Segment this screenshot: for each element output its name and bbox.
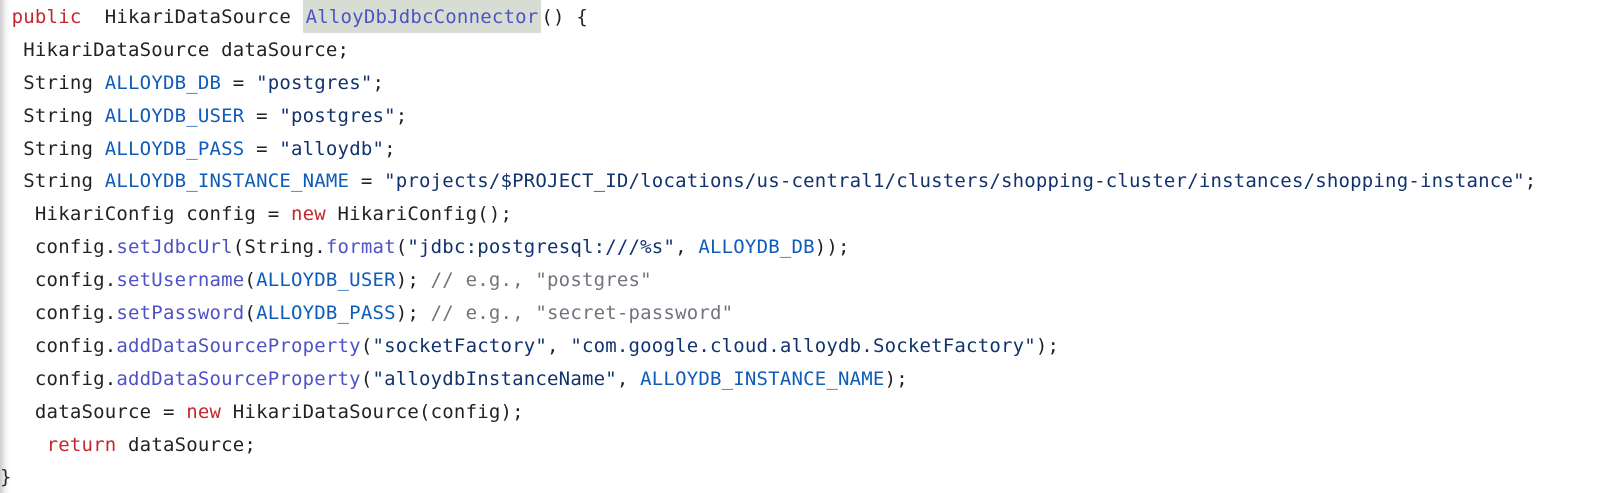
code-token: ,	[547, 334, 571, 357]
code-token: return	[46, 433, 117, 456]
code-token: ALLOYDB_PASS	[104, 137, 245, 160]
code-line: String ALLOYDB_PASS = "alloydb";	[0, 133, 1600, 166]
code-token: setPassword	[116, 302, 245, 325]
code-token: dataSource =	[0, 400, 187, 423]
code-token: "socketFactory"	[372, 334, 548, 357]
code-token: ALLOYDB_USER	[104, 104, 245, 127]
code-token: addDataSourceProperty	[116, 367, 361, 390]
code-token: public	[11, 6, 82, 28]
code-token: ));	[814, 236, 850, 259]
code-token: "projects/$PROJECT_ID/locations/us-centr…	[384, 170, 1525, 193]
code-token: (	[360, 367, 373, 390]
code-token: );	[395, 302, 431, 325]
code-token: ,	[675, 236, 699, 259]
code-token: (String.	[232, 236, 326, 259]
code-token: config.	[0, 334, 117, 357]
code-token: }	[0, 466, 12, 489]
code-token: String	[0, 71, 105, 94]
code-token: (	[244, 302, 257, 325]
code-line: config.addDataSourceProperty("socketFact…	[0, 330, 1600, 363]
code-token: () {	[541, 6, 588, 28]
code-token: HikariDataSource	[81, 6, 303, 28]
code-line: config.addDataSourceProperty("alloydbIns…	[0, 363, 1600, 396]
code-token: ALLOYDB_PASS	[256, 302, 396, 325]
code-token: (	[244, 269, 257, 292]
code-line: dataSource = new HikariDataSource(config…	[0, 396, 1600, 429]
code-token	[0, 6, 12, 28]
code-token: ALLOYDB_DB	[698, 236, 815, 259]
code-token: "com.google.cloud.alloydb.SocketFactory"	[570, 334, 1036, 357]
code-token: =	[244, 104, 280, 127]
code-token: HikariDataSource dataSource;	[0, 38, 350, 61]
code-token: config.	[0, 236, 117, 259]
code-token: HikariConfig();	[325, 203, 513, 226]
code-token: ;	[1524, 170, 1537, 193]
code-line: public HikariDataSource AlloyDbJdbcConne…	[0, 0, 1600, 34]
code-token: // e.g., "postgres"	[430, 269, 652, 292]
code-token: "alloydbInstanceName"	[372, 367, 617, 390]
code-token: setJdbcUrl	[116, 236, 233, 259]
code-token: "jdbc:postgresql:///%s"	[407, 236, 676, 259]
code-token: ;	[384, 137, 396, 160]
code-token: String	[0, 104, 105, 127]
code-line: String ALLOYDB_USER = "postgres";	[0, 100, 1600, 133]
code-token: ;	[395, 104, 408, 127]
code-line: HikariConfig config = new HikariConfig()…	[0, 198, 1600, 231]
code-line: }	[0, 461, 1600, 493]
code-token: (	[395, 236, 408, 259]
code-token: "postgres"	[256, 71, 373, 94]
code-line: String ALLOYDB_INSTANCE_NAME = "projects…	[0, 165, 1600, 198]
code-token: config.	[0, 367, 117, 390]
code-token: =	[349, 170, 385, 193]
code-token: format	[325, 236, 396, 259]
code-token	[0, 434, 47, 456]
code-token: ;	[372, 71, 385, 94]
code-line: config.setUsername(ALLOYDB_USER); // e.g…	[0, 264, 1600, 297]
code-token: setUsername	[116, 269, 245, 292]
code-token: ALLOYDB_INSTANCE_NAME	[104, 170, 350, 193]
code-token: =	[221, 71, 257, 94]
code-token: );	[884, 367, 908, 390]
code-token: ALLOYDB_INSTANCE_NAME	[640, 367, 885, 390]
code-line: return dataSource;	[0, 429, 1600, 462]
code-token: HikariDataSource(config);	[221, 400, 524, 423]
code-token: (	[360, 334, 373, 357]
code-line: config.setPassword(ALLOYDB_PASS); // e.g…	[0, 297, 1600, 330]
code-token: config.	[0, 269, 117, 292]
code-token: new	[186, 400, 222, 423]
code-token: HikariConfig config =	[0, 203, 291, 226]
code-token: =	[244, 137, 280, 160]
highlighted-token: AlloyDbJdbcConnector	[302, 0, 542, 33]
code-line: config.setJdbcUrl(String.format("jdbc:po…	[0, 231, 1600, 264]
code-token: );	[1035, 334, 1060, 357]
code-token: String	[0, 137, 105, 160]
code-token: config.	[0, 302, 117, 325]
code-line: String ALLOYDB_DB = "postgres";	[0, 67, 1600, 100]
code-token: // e.g., "secret-password"	[430, 302, 734, 325]
code-token: "postgres"	[279, 104, 396, 127]
code-token: addDataSourceProperty	[116, 334, 361, 357]
code-token: );	[395, 269, 431, 292]
code-token: dataSource;	[116, 433, 257, 456]
code-token: new	[290, 203, 326, 226]
code-token: ALLOYDB_USER	[256, 269, 396, 292]
code-token: "alloydb"	[279, 137, 385, 160]
code-token: ALLOYDB_DB	[104, 71, 222, 94]
code-token: ,	[616, 367, 641, 390]
code-token: String	[0, 170, 105, 193]
code-line: HikariDataSource dataSource;	[0, 34, 1600, 67]
